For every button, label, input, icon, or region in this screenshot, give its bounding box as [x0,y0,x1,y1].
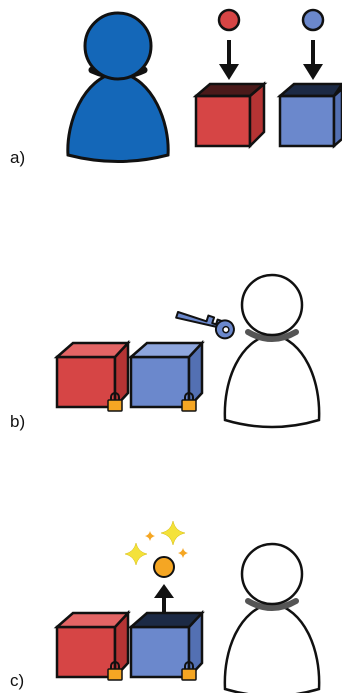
panel-a: a) [10,8,342,167]
panel-c: c) [10,520,321,693]
red-box-locked-icon [53,609,131,681]
key-icon [175,311,235,340]
sparkle-icon [124,542,148,566]
person-outline-icon [223,273,321,429]
panel-b: b) [10,273,321,431]
red-ball-icon [217,8,241,32]
panel-label: b) [10,412,25,431]
red-box-icon [192,81,268,150]
blue-box-locked-icon [127,339,205,411]
sparkle-icon [145,531,155,541]
blue-box-open-icon [127,609,205,681]
down-arrow-icon [219,40,239,80]
panel-label: a) [10,148,25,167]
down-arrow-icon [303,40,323,80]
blue-ball-icon [301,8,325,32]
person-outline-icon [223,542,321,693]
blue-box-icon [276,82,342,149]
sparkle-icon [160,520,186,546]
person-blue-icon [66,11,170,163]
red-box-locked-icon [53,339,131,411]
gold-ball-icon [153,556,175,578]
panel-label: c) [10,671,24,690]
sparkle-icon [178,548,188,558]
